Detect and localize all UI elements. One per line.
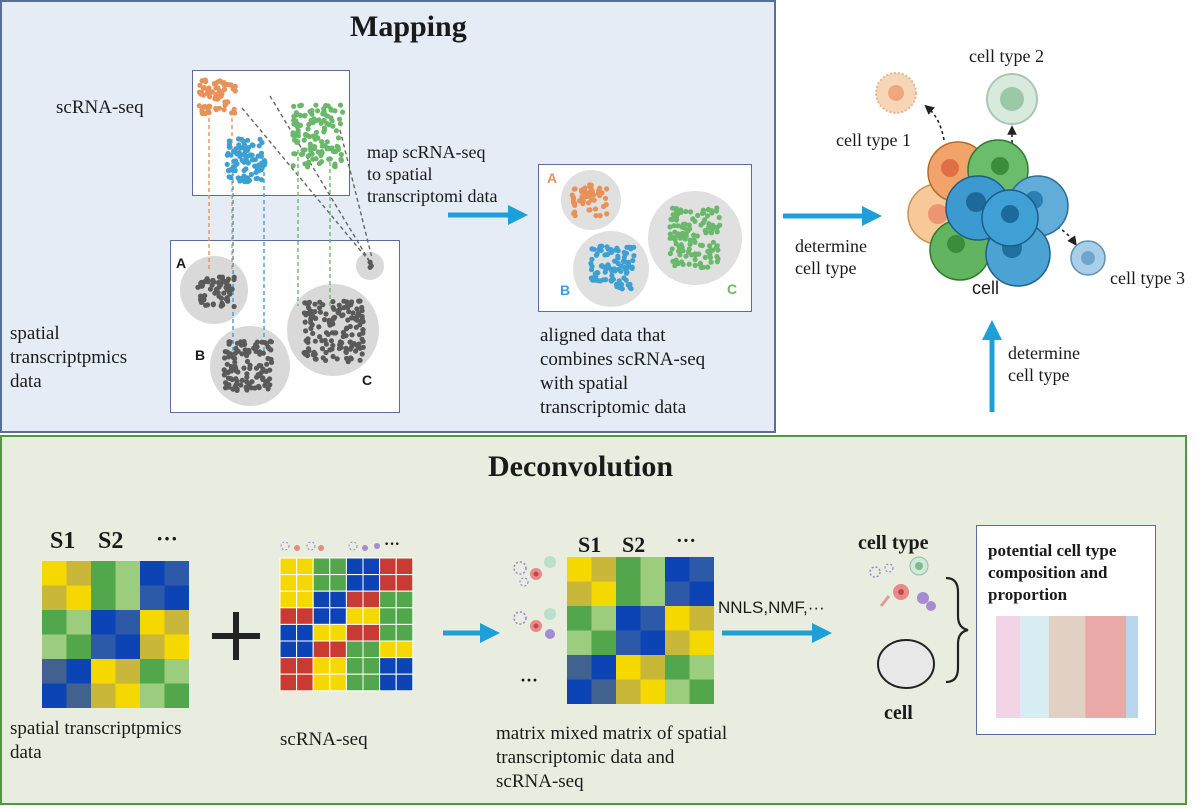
spatial-cluster-c (301, 298, 366, 365)
spatial-cluster-small (367, 259, 374, 270)
scrna-label: scRNA-seq (56, 97, 144, 118)
flow-arrows (443, 205, 1002, 643)
determine-up-text: determine cell type (1008, 343, 1080, 385)
aligned-cluster-b (588, 243, 637, 292)
cell-icon (877, 639, 935, 689)
scrna-cluster-green (290, 102, 346, 170)
ellipsis-mid: ··· (676, 530, 697, 552)
cluster-letter-a: A (176, 255, 187, 271)
scrna-deconv-label: scRNA-seq (280, 729, 368, 750)
proportion-bar-1 (996, 616, 1021, 718)
spatial-deconv-label: spatial transcriptpmics data (10, 718, 182, 763)
cell-type-heading: cell type (858, 532, 929, 554)
spatial-label: spatial transcriptpmics data (10, 323, 128, 392)
cell-glyphs (280, 541, 936, 639)
s1-label-left: S1 (50, 528, 76, 554)
ellipsis-glyphs: ··· (520, 670, 539, 690)
cell-type-icons (875, 72, 1106, 276)
cell-cluster-icon (907, 139, 1069, 287)
proportion-bar-3 (1048, 616, 1085, 718)
s1-label-mid: S1 (578, 532, 602, 557)
cell-type-2-label: cell type 2 (969, 46, 1044, 66)
determine-right-text: determine cell type (795, 236, 867, 278)
result-title: potential cell type composition and prop… (988, 541, 1117, 604)
proportion-bars (996, 616, 1138, 718)
spatial-cluster-b (221, 338, 275, 393)
mixed-matrix (567, 557, 714, 704)
scrna-cluster-orange (196, 77, 238, 117)
aligned-letter-a: A (547, 170, 558, 186)
mapping-title: Mapping (350, 10, 467, 43)
proportion-bar-5 (1126, 616, 1138, 718)
matrix-label: matrix mixed matrix of spatial transcrip… (496, 723, 728, 792)
scrna-matrix (279, 557, 414, 692)
map-arrow-text: map scRNA-seq to spatial transcriptomi d… (367, 142, 498, 206)
spatial-matrix (42, 561, 189, 708)
aligned-letter-c: C (727, 281, 738, 297)
aligned-cluster-a (569, 182, 610, 219)
plus-icon (212, 612, 260, 660)
ellipsis-scrna: ··· (384, 536, 401, 553)
s2-label-mid: S2 (622, 532, 646, 557)
cluster-letter-c: C (362, 372, 373, 388)
scrna-cluster-blue (224, 136, 268, 185)
aligned-letter-b: B (560, 282, 571, 298)
method-label: NNLS,NMF,··· (718, 598, 825, 617)
ellipsis-left: ··· (156, 526, 179, 551)
cell-type-1-label: cell type 1 (836, 130, 911, 150)
proportion-bar-4 (1085, 616, 1126, 718)
cell-type-3-label: cell type 3 (1110, 268, 1185, 288)
deconvolution-title: Deconvolution (488, 450, 674, 483)
aligned-text: aligned data that combines scRNA-seq wit… (540, 325, 706, 418)
proportion-bar-2 (1020, 616, 1049, 718)
cell-label: cell (972, 278, 1000, 298)
mapping-lines (208, 95, 373, 352)
aligned-cluster-c (667, 205, 723, 271)
cell-heading: cell (884, 702, 913, 724)
s2-label-left: S2 (98, 528, 124, 554)
cluster-letter-b: B (195, 347, 206, 363)
spatial-cluster-a (195, 274, 237, 310)
brace-icon (945, 576, 969, 684)
